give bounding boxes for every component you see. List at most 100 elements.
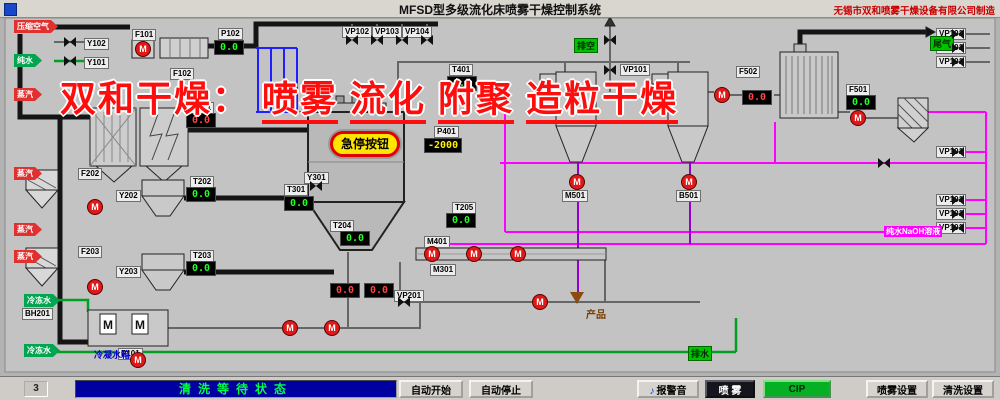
led-display: 0.0	[846, 95, 876, 110]
app-icon	[4, 3, 17, 16]
valve-icon[interactable]	[952, 29, 964, 39]
motor-icon[interactable]: M	[135, 41, 151, 57]
motor-icon[interactable]: M	[324, 320, 340, 336]
spray-button[interactable]: 喷 雾	[705, 380, 755, 398]
filter-f102	[159, 37, 209, 59]
label-brown: 产品	[586, 310, 606, 321]
valve-icon[interactable]	[878, 158, 890, 168]
tag-Y101: Y101	[84, 57, 109, 69]
emergency-stop-button[interactable]: 急停按钮	[330, 131, 400, 157]
flow-label: 冷冻水	[24, 294, 60, 307]
product-collector	[896, 97, 930, 143]
valve-icon[interactable]	[398, 297, 410, 307]
cip-button[interactable]: CIP	[763, 380, 831, 398]
led-display: 0.0	[186, 113, 216, 128]
tag-T401: T401	[449, 64, 474, 76]
valve-icon[interactable]	[310, 181, 322, 191]
equipment-shapes: M M	[24, 15, 937, 347]
valve-icon[interactable]	[952, 223, 964, 233]
motor-icon[interactable]: M	[424, 246, 440, 262]
valve-icon[interactable]	[371, 35, 383, 45]
motor-icon[interactable]: M	[282, 320, 298, 336]
valve-icon[interactable]	[952, 147, 964, 157]
tag-P102: P102	[218, 28, 243, 40]
button-label: 自动停止	[481, 386, 521, 397]
spray-settings-button[interactable]: 喷雾设置	[866, 380, 928, 398]
motor-icon[interactable]: M	[510, 246, 526, 262]
label-magenta: 纯水NaOH溶液	[884, 226, 943, 237]
label-green: 尾气	[930, 36, 955, 51]
cyclone-2	[651, 71, 709, 163]
bag-filter	[89, 107, 137, 183]
watermark-word: 附聚	[438, 79, 515, 124]
flow-label: 蒸汽	[14, 223, 42, 236]
led-display: 0.0	[284, 196, 314, 211]
motor-icon[interactable]: M	[681, 174, 697, 190]
label-green: 排水	[688, 346, 713, 361]
tag-BH201: BH201	[22, 308, 53, 320]
valve-icon[interactable]	[64, 56, 76, 66]
valve-icon[interactable]	[952, 209, 964, 219]
led-display: 0.0	[340, 231, 370, 246]
valve-icon[interactable]	[952, 195, 964, 205]
valve-icon[interactable]	[604, 35, 616, 45]
watermark: 双和干燥：喷雾流化附聚造粒干燥	[60, 70, 679, 124]
flow-label: 冷冻水	[24, 344, 60, 357]
led-display: 0.0	[186, 261, 216, 276]
cip-water-pipes	[428, 96, 987, 245]
tag-F202: F202	[78, 168, 103, 180]
title-bar: MFSD型多级流化床喷雾干燥控制系统 无锡市双和喷雾干燥设备有限公司制造	[0, 0, 1000, 18]
page-number: 3	[24, 381, 48, 397]
led-display: 0.0	[330, 283, 360, 298]
valve-icon[interactable]	[604, 65, 616, 75]
mute-alarm-button[interactable]: ♪报警音	[637, 380, 699, 398]
motor-icon[interactable]: M	[532, 294, 548, 310]
auto-start-button[interactable]: 自动开始	[399, 380, 463, 398]
tag-Y102: Y102	[84, 38, 109, 50]
speaker-icon: ♪	[649, 386, 655, 397]
tag-M301: M301	[430, 264, 457, 276]
flow-label: 纯水	[14, 54, 42, 67]
valve-icon[interactable]	[952, 43, 964, 53]
watermark-word: 喷雾	[262, 79, 339, 124]
air-heater	[139, 107, 189, 183]
tag-Y202: Y202	[116, 190, 141, 202]
svg-text:M: M	[103, 318, 113, 332]
clean-settings-button[interactable]: 清洗设置	[932, 380, 994, 398]
button-label: 清洗设置	[943, 386, 983, 397]
flow-label: 蒸汽	[14, 250, 42, 263]
motor-icon[interactable]: M	[850, 110, 866, 126]
valve-icon[interactable]	[346, 35, 358, 45]
button-label: 喷雾设置	[877, 386, 917, 397]
condensate-tank: M M	[87, 309, 169, 347]
tag-F502: F502	[736, 66, 761, 78]
vent-arrow	[604, 15, 616, 27]
motor-icon[interactable]: M	[87, 279, 103, 295]
valve-icon[interactable]	[952, 57, 964, 67]
motor-icon[interactable]: M	[714, 87, 730, 103]
motor-icon[interactable]: M	[569, 174, 585, 190]
tag-F203: F203	[78, 246, 103, 258]
auto-stop-button[interactable]: 自动停止	[469, 380, 533, 398]
button-label: 喷 雾	[718, 386, 742, 397]
cyclone-small-1	[141, 179, 185, 217]
valve-icon[interactable]	[421, 35, 433, 45]
cyclone-1	[539, 71, 597, 163]
valve-icon[interactable]	[396, 35, 408, 45]
flow-label: 压缩空气	[14, 20, 58, 33]
motor-icon[interactable]: M	[130, 352, 146, 368]
tag-F101: F101	[132, 29, 157, 41]
valve-icon[interactable]	[64, 37, 76, 47]
led-display: 0.0	[214, 40, 244, 55]
manufacturer-label: 无锡市双和喷雾干燥设备有限公司制造	[833, 6, 995, 17]
led-display: 0.0	[447, 76, 477, 91]
flow-label: 蒸汽	[14, 88, 42, 101]
motor-icon[interactable]: M	[466, 246, 482, 262]
motor-icon[interactable]: M	[87, 199, 103, 215]
page-title: MFSD型多级流化床喷雾干燥控制系统	[399, 3, 601, 17]
label-blue: 冷凝水箱	[94, 350, 131, 360]
led-display: 0.0	[742, 90, 772, 105]
